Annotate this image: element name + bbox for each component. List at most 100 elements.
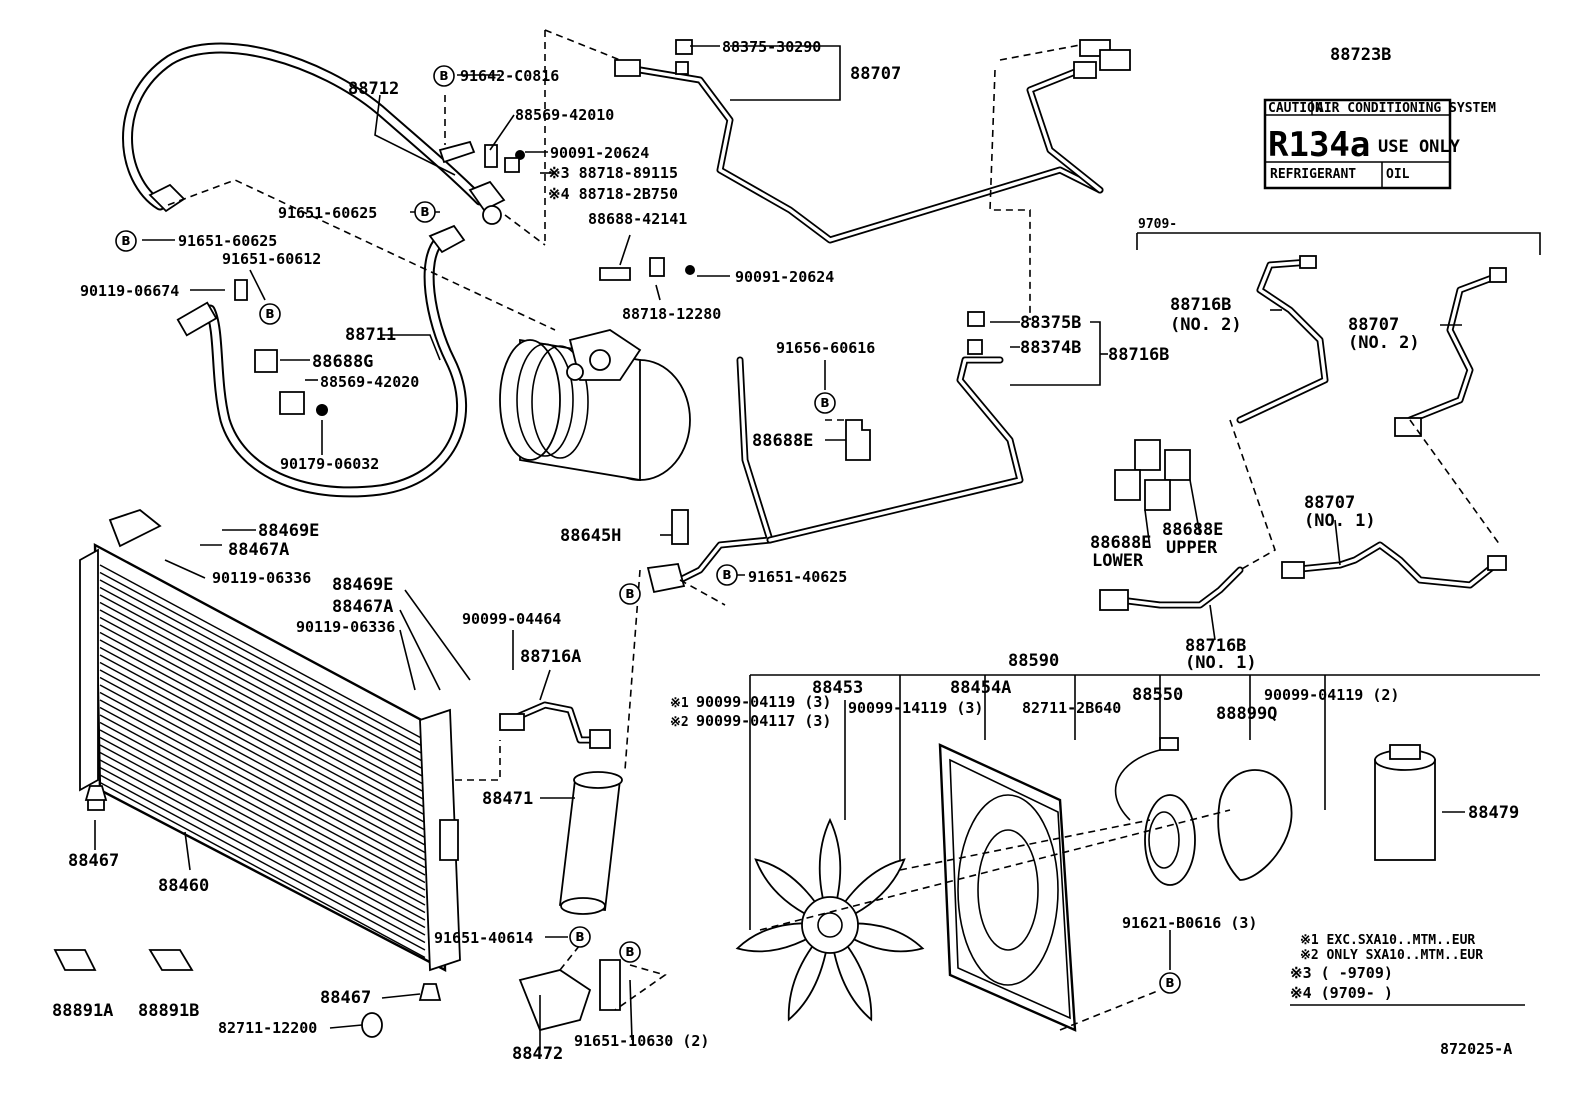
label-88891b: 88891B — [138, 1001, 199, 1021]
b-marker: B — [619, 583, 641, 605]
condenser-fin — [99, 631, 426, 809]
label-88590: 88590 — [1008, 651, 1059, 671]
label-88716b-no2-sub: (NO. 2) — [1170, 315, 1242, 335]
label-88469e-a: 88469E — [258, 521, 319, 541]
label-88375-30290: 88375-30290 — [722, 38, 821, 56]
label-88723b: 88723B — [1330, 45, 1391, 65]
condenser-fin — [99, 594, 426, 771]
label-88469e-b: 88469E — [332, 575, 393, 595]
leader-lines — [94, 45, 1541, 1050]
label-88718-89115: ※3 88718-89115 — [548, 164, 678, 182]
label-91656-60616: 91656-60616 — [776, 339, 875, 357]
pipe-88716b — [646, 311, 1024, 594]
label-9709: 9709- — [1138, 217, 1177, 232]
label-90099-14119: 90099-14119 (3) — [848, 699, 983, 717]
condenser-fin — [99, 721, 426, 899]
label-91651-40625: 91651-40625 — [748, 568, 847, 586]
label-88374b: 88374B — [1020, 338, 1081, 358]
label-88467a-a: 88467A — [228, 540, 289, 560]
label-88688e-lower-sub: LOWER — [1092, 551, 1144, 571]
label-88716b: 88716B — [1108, 345, 1169, 365]
condenser-fin — [99, 774, 426, 951]
label-88569-42020: 88569-42020 — [320, 373, 419, 391]
label-mark2: ※2 — [670, 715, 689, 730]
label-90099-04464: 90099-04464 — [462, 610, 561, 628]
condenser-fin — [99, 654, 426, 831]
label-90179-06032: 90179-06032 — [280, 455, 379, 473]
suction-hose-88711 — [176, 224, 468, 498]
condenser-fin — [99, 729, 426, 906]
small-bottom-parts — [53, 785, 621, 1038]
label-88891a: 88891A — [52, 1001, 113, 1021]
sticker-row1-right: AIR CONDITIONING SYSTEM — [1316, 101, 1496, 116]
label-88716a: 88716A — [520, 647, 581, 667]
svg-text:B: B — [1165, 976, 1174, 990]
b-marker: B — [569, 926, 591, 948]
svg-text:B: B — [265, 307, 274, 321]
label-88645h: 88645H — [560, 526, 621, 546]
label-90119-06336-a: 90119-06336 — [212, 569, 311, 587]
r134a-sticker-88723b: CAUTION AIR CONDITIONING SYSTEM R134a US… — [1263, 98, 1496, 190]
label-88718-12280: 88718-12280 — [622, 305, 721, 323]
condenser-fin — [99, 744, 426, 921]
condenser-fin — [99, 639, 426, 816]
b-marker: B — [814, 392, 836, 414]
label-88375b: 88375B — [1020, 313, 1081, 333]
label-90091-20624-a: 90091-20624 — [550, 144, 649, 162]
label-88899q: 88899Q — [1216, 704, 1277, 724]
label-91651-40614: 91651-40614 — [434, 929, 533, 947]
label-82711-12200: 82711-12200 — [218, 1019, 317, 1037]
label-91651-60625-a: 91651-60625 — [278, 204, 377, 222]
label-88718-2b750: ※4 88718-2B750 — [548, 185, 678, 203]
label-90099-04119-3: 90099-04119 (3) — [696, 693, 831, 711]
label-88707-no2: 88707 — [1348, 315, 1399, 335]
label-88688g: 88688G — [312, 352, 373, 372]
label-88550: 88550 — [1132, 685, 1183, 705]
condenser-fin — [99, 564, 426, 741]
label-88454a: 88454A — [950, 678, 1011, 698]
label-88688-42141: 88688-42141 — [588, 210, 687, 228]
condenser-fin — [99, 736, 426, 914]
compressor — [499, 329, 691, 482]
label-88707: 88707 — [850, 64, 901, 84]
label-88712: 88712 — [348, 79, 399, 99]
label-90119-06336-b: 90119-06336 — [296, 618, 395, 636]
label-88569-42010: 88569-42010 — [515, 106, 614, 124]
fan-88453 — [735, 817, 925, 1022]
label-88688e-lower: 88688E — [1090, 533, 1151, 553]
pipes-9709 — [1099, 255, 1507, 611]
condenser-fin — [99, 601, 426, 779]
b-marker: B — [619, 941, 641, 963]
pipe-88707 — [614, 39, 1131, 244]
receiver-88471 — [558, 771, 623, 915]
condenser-fin — [99, 586, 426, 764]
condenser-fin — [99, 759, 426, 936]
label-88716b-no2: 88716B — [1170, 295, 1231, 315]
label-88467-a: 88467 — [68, 851, 119, 871]
dashed-guides — [167, 29, 1501, 1031]
label-90099-04119-2: 90099-04119 (2) — [1264, 686, 1399, 704]
fan-shroud-88454a — [938, 743, 1077, 1032]
label-88716b-no1-sub: (NO. 1) — [1185, 653, 1257, 673]
part-labels: 88712 91642-C0816 88569-42010 90091-2062… — [52, 38, 1519, 1064]
motor-bracket-88899q — [1217, 769, 1293, 881]
label-91651-10630: 91651-10630 (2) — [574, 1032, 709, 1050]
condenser-fin — [99, 609, 426, 786]
b-marker: B — [414, 201, 436, 223]
legend-note-4: ※4 (9709- ) — [1290, 984, 1393, 1002]
label-88453: 88453 — [812, 678, 863, 698]
condenser-fin — [99, 624, 426, 801]
sticker-row3-left: REFRIGERANT — [1270, 167, 1356, 182]
label-88688e: 88688E — [752, 431, 813, 451]
b-marker: B — [433, 65, 455, 87]
svg-text:B: B — [121, 234, 130, 248]
svg-text:B: B — [625, 945, 634, 959]
sticker-refrigerant: R134a — [1268, 125, 1370, 165]
condenser-fin — [99, 699, 426, 876]
label-90119-06674: 90119-06674 — [80, 282, 179, 300]
condenser-fin — [99, 766, 426, 944]
sticker-use-only: USE ONLY — [1378, 137, 1461, 157]
condenser-fin — [99, 691, 426, 869]
motor-88550 — [1114, 737, 1196, 886]
